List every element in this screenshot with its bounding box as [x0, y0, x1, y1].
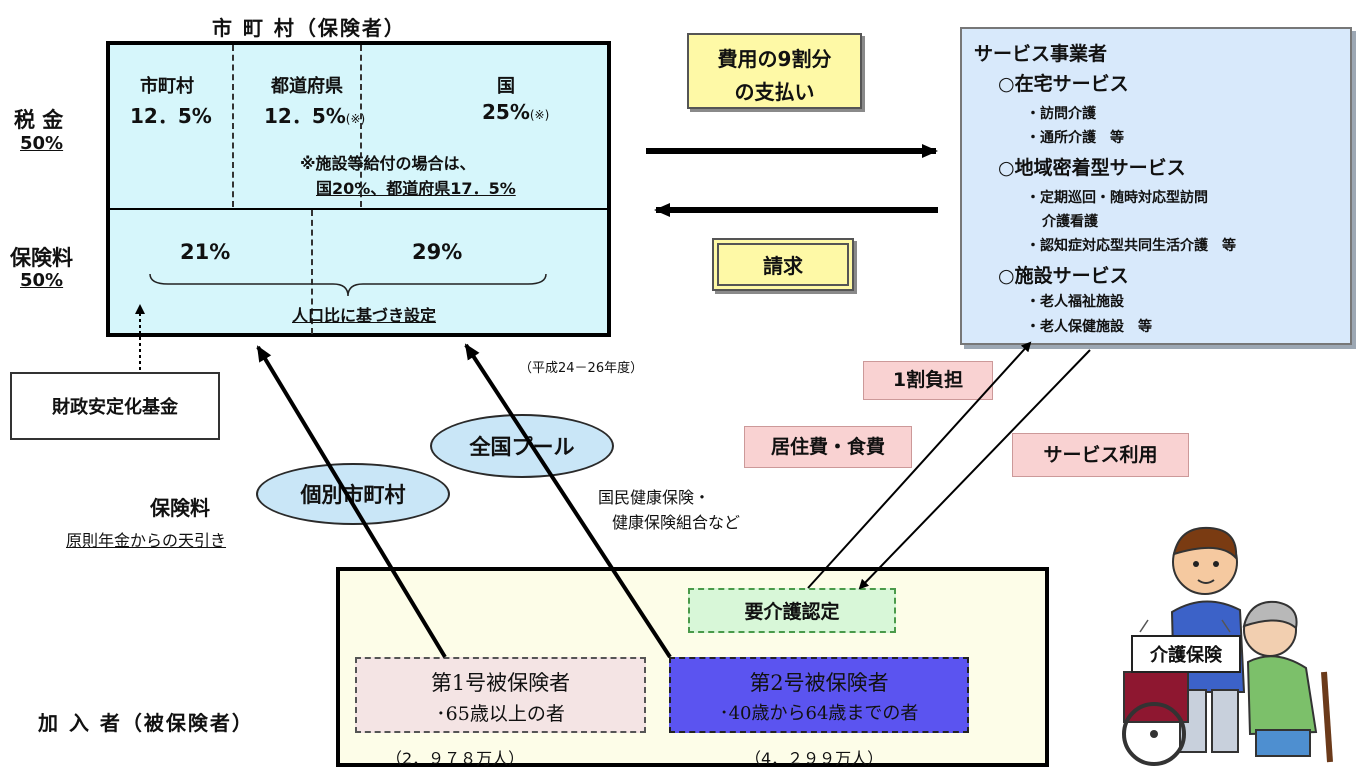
- national-value: 25%(※): [482, 100, 549, 124]
- divider-prefecture-national: [360, 45, 362, 207]
- fund-box: 財政安定化基金: [10, 372, 220, 440]
- care-insurance-sign-text: 介護保険: [1149, 644, 1223, 666]
- community-service-item: ・認知症対応型共同生活介護 等: [1026, 238, 1236, 254]
- care-certification-box: 要介護認定: [688, 588, 896, 633]
- tax-label: 税 金: [14, 108, 64, 132]
- facility-service-item: ・老人福祉施設: [1026, 294, 1124, 310]
- payment-box-line2: の支払い: [734, 80, 815, 104]
- facility-service-heading: ○施設サービス: [998, 265, 1129, 287]
- municipality-value: 12．5%: [130, 104, 212, 128]
- care-illustration: 介護保険: [1122, 526, 1333, 766]
- service-provider-box: サービス事業者 ○在宅サービス ・訪問介護 ・通所介護 等 ○地域密着型サービス…: [960, 27, 1352, 345]
- service-provider-title: サービス事業者: [974, 43, 1108, 65]
- claim-box-label: 請求: [763, 254, 803, 278]
- tax-percent: 50%: [20, 133, 64, 154]
- premium-brace: [149, 273, 547, 297]
- home-service-heading: ○在宅サービス: [998, 73, 1129, 95]
- copay-label: 1割負担: [863, 361, 993, 400]
- prefecture-value: 12．5%(※): [264, 100, 365, 129]
- members-label: 加 入 者（被保険者）: [38, 711, 254, 735]
- tax-premium-divider: [106, 208, 611, 210]
- payment-box: 費用の9割分 の支払い: [687, 33, 862, 109]
- service-use-label: サービス利用: [1012, 433, 1189, 477]
- premium-first-share: 21%: [180, 240, 231, 264]
- prefecture-value-text: 12．5%: [264, 104, 346, 128]
- second-insured-count: （4．２９９万人）: [745, 749, 884, 768]
- national-note: (※): [529, 108, 550, 122]
- national-pool-ellipse: 全国プール: [430, 414, 614, 478]
- tax-footnote-line2: 国20%、都道府県17．5%: [316, 179, 516, 198]
- insurer-title: 市 町 村（保険者）: [212, 16, 406, 40]
- housing-food-label: 居住費・食費: [744, 426, 912, 468]
- first-insured-title: 第1号被保険者: [430, 671, 571, 695]
- national-value-text: 25%: [482, 100, 530, 124]
- facility-service-item: ・老人保健施設 等: [1026, 319, 1152, 335]
- second-insured-box: 第2号被保険者 ･40歳から64歳までの者: [669, 657, 969, 733]
- second-insured-desc: ･40歳から64歳までの者: [719, 703, 919, 724]
- first-insured-desc: ･65歳以上の者: [436, 703, 565, 725]
- period-note: （平成24－26年度）: [519, 361, 644, 376]
- divider-municipality-prefecture: [232, 45, 234, 207]
- care-insurance-sign: 介護保険: [1131, 619, 1241, 673]
- community-service-item: 介護看護: [1042, 214, 1098, 230]
- insurer-box: [106, 41, 611, 337]
- health-insurance-line1: 国民健康保険・: [598, 488, 711, 507]
- health-insurance-line2: 健康保険組合など: [612, 513, 741, 532]
- individual-municipality-ellipse: 個別市町村: [256, 463, 450, 525]
- national-pool-label: 全国プール: [469, 435, 575, 459]
- prefecture-note: (※): [345, 112, 366, 126]
- premium-second-share: 29%: [412, 240, 463, 264]
- first-insured-count: （2．９７８万人）: [386, 749, 525, 768]
- care-certification-label: 要介護認定: [744, 601, 840, 623]
- premium-collection-title: 保険料: [150, 496, 210, 520]
- home-service-item: ・訪問介護: [1026, 106, 1096, 122]
- tax-footnote-line1: ※施設等給付の場合は、: [300, 154, 476, 173]
- individual-municipality-label: 個別市町村: [300, 483, 406, 507]
- premium-collection-subtitle: 原則年金からの天引き: [66, 531, 227, 550]
- community-service-heading: ○地域密着型サービス: [998, 157, 1186, 179]
- divider-premium-split: [311, 210, 313, 334]
- premium-brace-label: 人口比に基づき設定: [292, 306, 437, 325]
- second-insured-title: 第2号被保険者: [749, 671, 889, 695]
- premium-label: 保険料: [10, 246, 73, 270]
- payment-box-line1: 費用の9割分: [717, 47, 832, 71]
- municipality-label: 市町村: [140, 76, 194, 97]
- home-service-item: ・通所介護 等: [1026, 130, 1124, 146]
- first-insured-box: 第1号被保険者 ･65歳以上の者: [355, 657, 646, 733]
- community-service-item: ・定期巡回・随時対応型訪問: [1026, 190, 1208, 206]
- claim-box: 請求: [712, 238, 854, 291]
- premium-percent: 50%: [20, 270, 64, 291]
- fund-box-label: 財政安定化基金: [52, 397, 178, 418]
- national-label: 国: [497, 76, 515, 97]
- prefecture-label: 都道府県: [271, 76, 343, 97]
